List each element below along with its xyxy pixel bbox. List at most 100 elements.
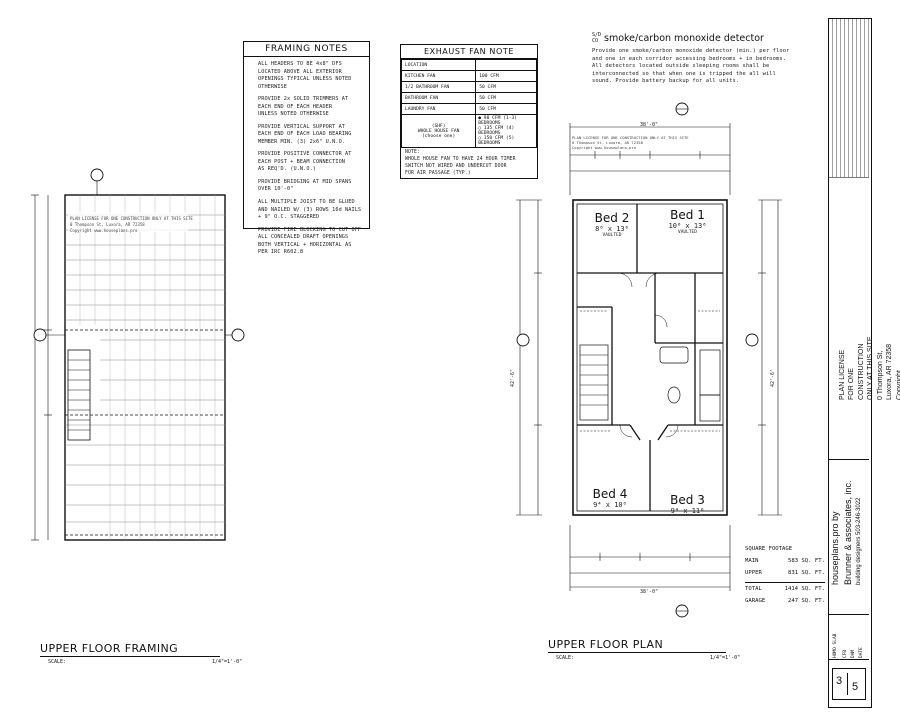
framing-note: ALL HEADERS TO BE 4x8" DFS LOCATED ABOVE… [258,61,352,90]
code-label: HOMO SLAB [833,633,838,658]
detector-body: Provide one smoke/carbon monoxide detect… [592,48,790,85]
framing-note: PROVIDE VERTICAL SUPPORT AT EACH END OF … [258,123,352,145]
room-name: Bed 1 [670,208,705,222]
license-stamp: PLAN LICENSE FOR ONE CONSTRUCTION ONLY A… [839,336,900,400]
sq-value: 831 SQ. FT. [787,570,825,576]
title-block-divider [829,614,869,615]
framing-scale-label: SCALE: [48,659,67,665]
plan-title: UPPER FLOOR PLAN [548,638,664,651]
company-name: houseplans.pro by [830,511,840,585]
company-name-2: Brunner & associates, inc. [843,480,853,585]
room-name: Bed 4 [592,487,628,501]
drawn-by: CFB [843,649,848,658]
sq-value: 583 SQ. FT. [787,558,825,564]
sheet-number-box: 3 5 [832,668,866,700]
svg-text:0 Thompson St, Luxora, AR 7235: 0 Thompson St, Luxora, AR 72358 [572,140,644,145]
framing-title-underline [40,656,220,657]
fan-value: 100 CFM [475,70,537,82]
framing-title: UPPER FLOOR FRAMING [40,642,179,655]
room-note: VAULTED [678,230,697,235]
sq-row: MAIN 583 SQ. FT. [745,558,825,564]
framing-notes-list: ALL HEADERS TO BE 4x8" DFS LOCATED ABOVE… [244,57,369,257]
dim-bottom: 38'-0" [640,589,659,595]
framing-note: PROVIDE FIRE BLOCKING TO CUT OFF ALL CON… [258,226,362,256]
whole-house-fan-label: (SHF) WHOLE HOUSE FAN (choose one) [400,114,477,148]
framing-note: PROVIDE 2x SOLID TRIMMERS AT EACH END OF… [258,96,349,118]
fan-location: BATHROOM FAN [400,92,477,104]
sheet-number: 3 [836,675,843,687]
fan-location: KITCHEN FAN [400,70,477,82]
upper-floor-plan-drawing: PLAN LICENSE FOR ONE CONSTRUCTION ONLY A… [516,102,782,618]
fan-location: LOCATION [400,59,477,71]
detector-symbol: S/D CO [592,32,602,44]
title-block-divider [829,659,869,660]
sheet-total: 5 [852,681,859,693]
checked-by: DAM [851,649,856,658]
plan-scale-label: SCALE: [556,655,575,661]
room-size: 9⁴ x 11⁶ [670,507,705,515]
fan-option: ● 90 CFM (1-3) BEDROOMS [478,116,517,126]
framing-scale-value: 1/4"=1'-0" [212,659,243,665]
room-name: Bed 2 [594,211,630,225]
fan-value: 50 CFM [475,92,537,104]
room-bed-2: Bed 2 8⁶ x 13⁶ VAULTED [587,211,637,238]
exhaust-fan-note: NOTE: WHOLE HOUSE FAN TO HAVE 24 HOUR TI… [405,150,516,176]
dim-left: 42'-6" [510,368,517,388]
svg-text:Copyright www.houseplans.pro: Copyright www.houseplans.pro [572,145,637,150]
room-size: 8⁶ x 13⁶ [595,225,629,233]
framing-notes-box: FRAMING NOTES ALL HEADERS TO BE 4x8" DFS… [243,41,370,255]
plan-title-underline [548,652,726,653]
framing-plan-drawing: PLAN LICENSE FOR ONE CONSTRUCTION ONLY A… [31,168,245,541]
room-bed-4: Bed 4 9⁴ x 10⁰ [585,487,635,509]
dim-top: 38'-0" [640,122,659,128]
room-note: VAULTED [602,233,622,238]
svg-text:PLAN LICENSE FOR ONE CONSTRUCT: PLAN LICENSE FOR ONE CONSTRUCTION ONLY A… [70,216,193,221]
designer-phone: building designers 503-246-3022 [856,497,862,585]
fan-option: ○ 135 CFM (4) BEDROOMS [478,126,515,136]
fan-location: 1/2 BATHROOM FAN [400,81,477,93]
framing-note: ALL MULTIPLE JOIST TO BE GLUED AND NAILE… [258,198,362,221]
room-bed-1: Bed 1 10⁶ x 13⁶ VAULTED [660,208,715,235]
room-size: 10⁶ x 13⁶ [668,222,707,230]
framing-notes-title: FRAMING NOTES [244,42,369,57]
square-footage: SQUARE FOOTAGE MAIN 583 SQ. FT. UPPER 831 … [745,546,825,604]
detector-title: smoke/carbon monoxide detector [604,33,764,44]
sq-label: UPPER [745,570,762,576]
whole-house-fan-options: ● 90 CFM (1-3) BEDROOMS ○ 135 CFM (4) BE… [475,114,537,148]
room-name: Bed 3 [670,493,705,507]
svg-text:Copyright www.houseplans.pro: Copyright www.houseplans.pro [70,228,138,233]
svg-text:PLAN LICENSE FOR ONE CONSTRUCT: PLAN LICENSE FOR ONE CONSTRUCTION ONLY A… [572,135,689,140]
sq-row: UPPER 831 SQ. FT. [745,570,825,576]
exhaust-fan-title: EXHAUST FAN NOTE [401,45,537,59]
dim-right: 42'-6" [770,368,777,388]
table-row: (SHF) WHOLE HOUSE FAN (choose one) ● 90 … [400,114,537,148]
title-block-divider [829,459,869,460]
title-block-disclaimer [829,19,869,178]
fan-value: 50 CFM [475,81,537,93]
fan-option: ○ 150 CFM (5) BEDROOMS [478,136,515,146]
sq-value: 1414 SQ. FT. [784,586,825,592]
sq-label: MAIN [745,558,759,564]
sq-label: GARAGE [745,598,766,604]
title-block [828,18,872,708]
room-size: 9⁴ x 10⁰ [593,501,627,509]
sheet-divider [847,673,848,695]
sq-title: SQUARE FOOTAGE [745,546,793,552]
svg-text:0 Thompson St, Luxora, AR 7235: 0 Thompson St, Luxora, AR 72358 [70,222,145,227]
sq-row: GARAGE 247 SQ. FT. [745,598,825,604]
fan-location: LAUNDRY FAN [400,103,477,115]
framing-note: PROVIDE BRIDGING AT MID SPANS OVER 10'-0… [258,178,352,193]
room-bed-3: Bed 3 9⁴ x 11⁶ [660,493,715,515]
sq-row: TOTAL 1414 SQ. FT. [745,582,825,592]
framing-note: PROVIDE POSITIVE CONNECTOR AT EACH POST … [258,151,352,173]
sq-value: 247 SQ. FT. [787,598,825,604]
fan-value [475,59,537,71]
plan-scale-value: 1/4"=1'-0" [710,655,741,661]
date-label: DATE [859,647,864,658]
sq-label: TOTAL [745,586,762,592]
